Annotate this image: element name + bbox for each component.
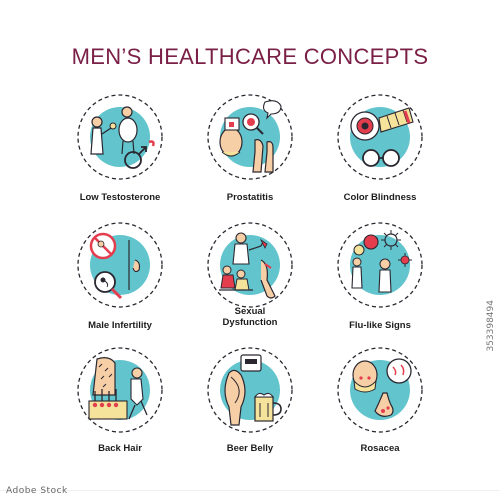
watermark-strip <box>0 490 500 501</box>
concept-beer-belly: Beer Belly <box>175 345 325 495</box>
beer-belly-icon <box>205 345 295 435</box>
concept-label: Sexual Dysfunction <box>222 306 278 328</box>
concept-label: Back Hair <box>98 443 142 454</box>
stock-logo-watermark: Adobe Stock <box>6 486 68 496</box>
male-infertility-icon <box>75 220 165 310</box>
concept-label: Rosacea <box>360 443 400 454</box>
concept-label: Beer Belly <box>226 443 274 454</box>
concept-sexual-dysfunction: Sexual Dysfunction <box>175 220 325 370</box>
concept-prostatitis: Prostatitis <box>175 92 325 242</box>
page-title: MEN’S HEALTHCARE CONCEPTS <box>71 44 429 69</box>
stock-id-watermark: 353398494 <box>486 300 496 352</box>
concept-label: Male Infertility <box>88 320 152 331</box>
concept-flu-like-signs: Flu-like Signs <box>305 220 455 370</box>
concept-male-infertility: Male Infertility <box>45 220 195 370</box>
concept-low-testosterone: Low Testosterone <box>45 92 195 242</box>
concept-back-hair: Back Hair <box>45 345 195 495</box>
low-testosterone-icon <box>75 92 165 182</box>
rosacea-icon <box>335 345 425 435</box>
sexual-dysfunction-icon <box>205 220 295 310</box>
flu-like-signs-icon <box>335 220 425 310</box>
concept-label: Low Testosterone <box>79 192 161 203</box>
concept-rosacea: Rosacea <box>305 345 455 495</box>
concept-label: Prostatitis <box>226 192 274 203</box>
prostatitis-icon <box>205 92 295 182</box>
concept-color-blindness: Color Blindness <box>305 92 455 242</box>
concept-label: Flu-like Signs <box>349 320 411 331</box>
back-hair-icon <box>75 345 165 435</box>
color-blindness-icon <box>335 92 425 182</box>
concept-label: Color Blindness <box>343 192 417 203</box>
